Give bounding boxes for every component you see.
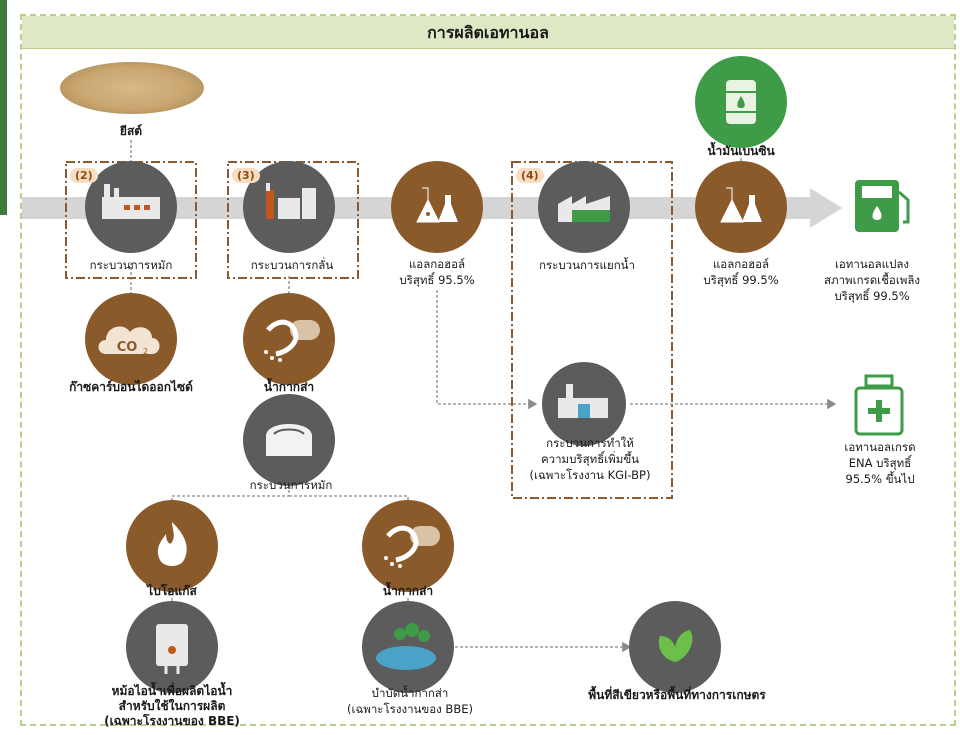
diagram-frame bbox=[20, 14, 956, 726]
co2-label: ก๊าซคาร์บอนไดออกไซด์ bbox=[69, 380, 193, 394]
alcohol-995-line1: แอลกอฮอล์ bbox=[712, 257, 770, 271]
step-4-number: (4) bbox=[516, 168, 544, 183]
grain-icon bbox=[60, 62, 204, 114]
flask-icon-2 bbox=[695, 161, 787, 253]
leaf-icon bbox=[629, 601, 721, 693]
green-area-label: พื้นที่สีเขียวหรือพื้นที่ทางการเกษตร bbox=[588, 688, 766, 702]
fuel-ethanol-line1: เอทานอลแปลง bbox=[834, 257, 910, 271]
purification-factory-icon bbox=[542, 362, 626, 446]
boiler-line3: (เฉพาะโรงงานของ BBE) bbox=[104, 714, 240, 728]
treatment-line1: บำบัดน้ำกากส่า bbox=[371, 686, 449, 700]
step-3-number: (3) bbox=[232, 168, 260, 183]
flame-icon bbox=[126, 500, 218, 592]
alcohol-955-line2: บริสุทธิ์ 95.5% bbox=[399, 273, 475, 287]
boiler-icon bbox=[126, 601, 218, 693]
dehydration-label: กระบวนการแยกน้ำ bbox=[539, 258, 635, 272]
page-title: การผลิตเอทานอล bbox=[427, 23, 549, 42]
bottle-icon bbox=[854, 374, 904, 436]
barrel-icon bbox=[695, 56, 787, 148]
purification-line1: กระบวนการทำให้ bbox=[546, 436, 634, 450]
purification-line2: ความบริสุทธิ์เพิ่มขึ้น bbox=[540, 452, 640, 466]
fuel-ethanol-line2: สภาพเกรดเชื้อเพลิง bbox=[824, 273, 920, 287]
boiler-line1: หม้อไอน้ำเพื่อผลิตไอน้ำ bbox=[111, 684, 233, 698]
step-2-number: (2) bbox=[70, 168, 98, 183]
ena-line2: ENA บริสุทธิ์ bbox=[848, 456, 912, 470]
co2-cloud-icon: CO 2 bbox=[85, 293, 177, 385]
ena-line1: เอทานอลเกรด bbox=[844, 440, 916, 454]
vinasse2-label: น้ำกากส่า bbox=[382, 584, 434, 598]
fermentation-label: กระบวนการหมัก bbox=[89, 258, 173, 272]
ena-line3: 95.5% ขึ้นไป bbox=[845, 472, 915, 486]
distillation-label: กระบวนการกลั่น bbox=[250, 258, 334, 272]
alcohol-955-line1: แอลกอฮอล์ bbox=[408, 257, 466, 271]
pond-icon bbox=[362, 601, 454, 693]
factory-icon bbox=[85, 161, 177, 253]
distillery-icon bbox=[243, 161, 335, 253]
svg-text:2: 2 bbox=[143, 347, 148, 356]
treatment-line2: (เฉพาะโรงงานของ BBE) bbox=[347, 702, 473, 716]
boiler-line2: สำหรับใช้ในการผลิต bbox=[118, 699, 226, 713]
biogas-label: ไบโอแก๊ส bbox=[147, 584, 197, 598]
fermentation2-label: กระบวนการหมัก bbox=[249, 478, 333, 492]
svg-text:CO: CO bbox=[117, 340, 138, 355]
fuel-pump-icon bbox=[855, 180, 910, 232]
vinasse-icon-2 bbox=[362, 500, 454, 592]
gasoline-label: น้ำมันเบนซิน bbox=[707, 144, 775, 158]
dehydration-factory-icon bbox=[538, 161, 630, 253]
vinasse-label: น้ำกากส่า bbox=[263, 380, 315, 394]
fuel-ethanol-line3: บริสุทธิ์ 99.5% bbox=[834, 289, 910, 303]
left-accent-bar bbox=[0, 0, 7, 215]
alcohol-995-line2: บริสุทธิ์ 99.5% bbox=[703, 273, 779, 287]
purification-line3: (เฉพาะโรงงาน KGI-BP) bbox=[529, 468, 651, 482]
flask-icon bbox=[391, 161, 483, 253]
title-bar: การผลิตเอทานอล bbox=[22, 16, 954, 49]
tank-icon bbox=[243, 394, 335, 486]
yeast-label: ยีสต์ bbox=[119, 124, 143, 138]
vinasse-icon bbox=[243, 293, 335, 385]
